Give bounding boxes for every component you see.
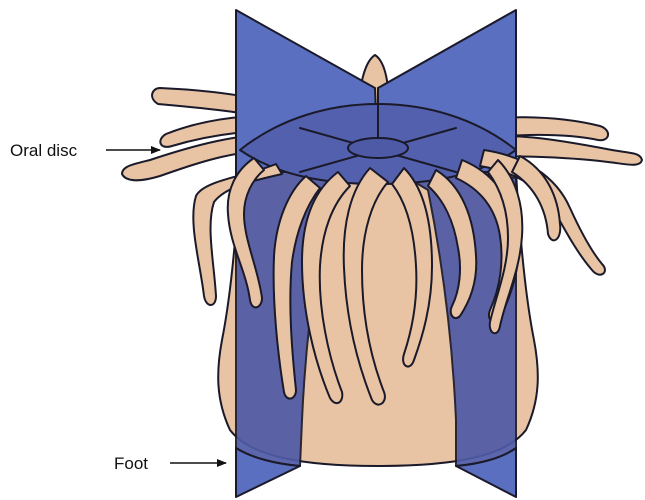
oral-disc-label: Oral disc: [10, 141, 78, 160]
label-foot: Foot: [114, 454, 226, 473]
label-oral-disc: Oral disc: [10, 141, 160, 160]
foot-label: Foot: [114, 454, 148, 473]
mouth-opening: [348, 138, 408, 158]
